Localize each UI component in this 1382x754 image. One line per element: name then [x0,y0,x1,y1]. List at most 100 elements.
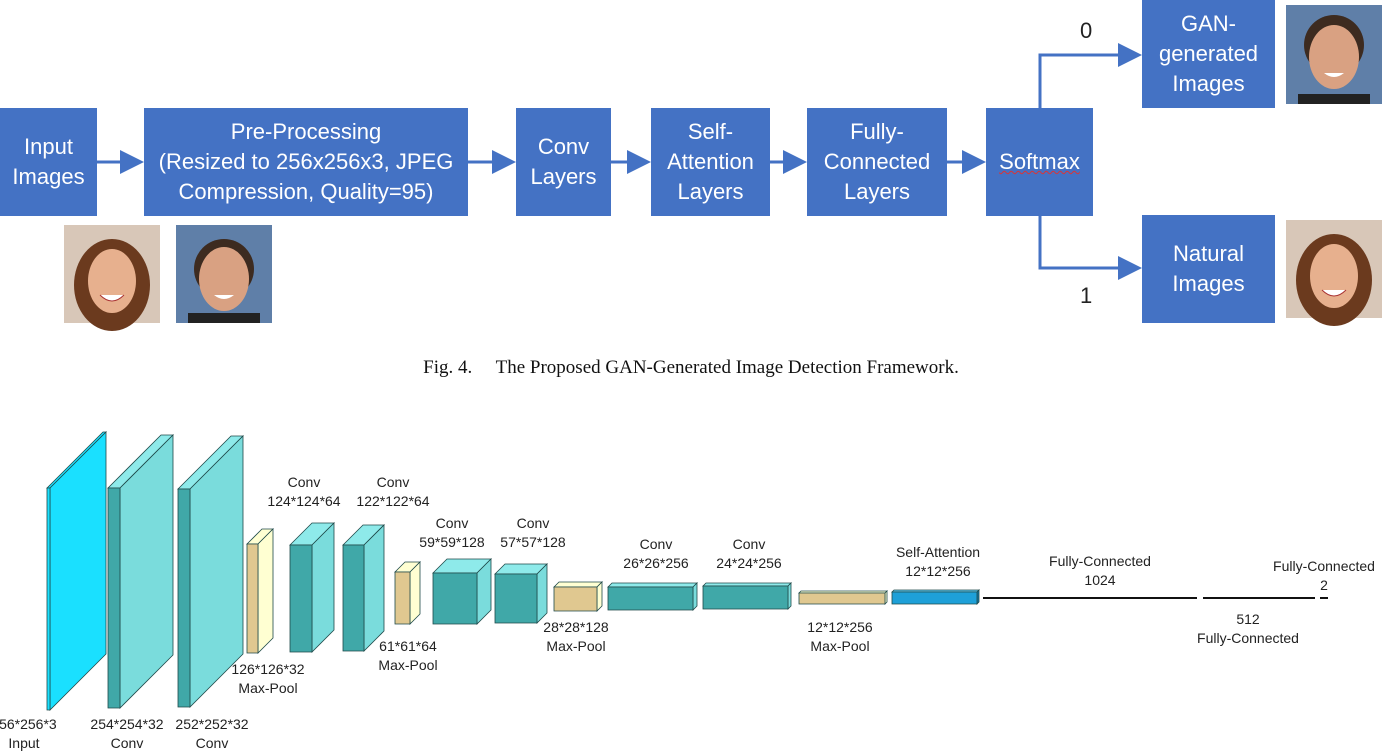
conv-layer-block-top [607,582,698,588]
max-pool-layer-block-side [409,561,421,625]
layer-type: Input [8,735,40,751]
box-label: GAN- generated Images [1158,11,1259,96]
conv-layer-block [702,585,789,610]
conv-layer-block [342,544,365,652]
self-attention-layer-block [891,591,978,605]
max-pool-layer-block [553,586,598,612]
branch-label-0: 0 [1080,18,1093,43]
face-image-gan [1286,5,1382,104]
layer-type: Conv [516,515,550,531]
conv-layer-block-side [787,582,792,610]
input-layer-block-side [49,431,107,711]
layer-size: 254*254*32 [90,716,164,732]
layer-size: 28*28*128 [543,619,609,635]
layer-size: 24*24*256 [716,555,782,571]
box-label: Natural Images [1172,241,1245,296]
figure-caption: Fig. 4. The Proposed GAN-Generated Image… [423,357,959,378]
conv-layers-box: Conv Layers [516,108,611,216]
self-attention-box: Self- Attention Layers [651,108,770,216]
layer-type: Max-Pool [546,638,606,654]
arrow [1038,216,1142,280]
conv-layer-block [432,572,478,625]
preprocessing-box: Pre-Processing (Resized to 256x256x3, JP… [144,108,468,216]
layer-type: Fully-Connected [1197,630,1299,646]
face-image-woman [64,225,160,331]
layer-size: 2 [1320,577,1328,593]
max-pool-layer-block [246,543,259,654]
gan-generated-box: GAN- generated Images [1142,0,1275,108]
conv-layer-block [494,573,538,624]
layer-size: 59*59*128 [419,534,485,550]
layer-type: Conv [639,536,673,552]
layer-size: 57*57*128 [500,534,566,550]
conv-layer-block-side [536,563,548,624]
max-pool-layer-block-top [553,581,603,588]
layer-label: Conv 124*124*64 [267,473,340,511]
conv-layer-block-top [702,582,792,587]
conv-layer-block [289,544,313,653]
box-label: Pre-Processing (Resized to 256x256x3, JP… [158,119,454,204]
layer-label: Self-Attention 12*12*256 [896,543,980,581]
layer-type: Conv [195,735,229,751]
flow-arrows [97,43,1142,280]
layer-type: Conv [732,536,766,552]
box-label: Softmax [999,149,1080,174]
layer-label: Conv 57*57*128 [500,514,565,552]
box-label: Fully- Connected Layers [823,119,931,204]
input-images-box: Input Images [0,108,97,216]
face-images [64,5,1382,331]
natural-images-box: Natural Images [1142,215,1275,323]
max-pool-layer-block [798,592,886,605]
layer-size: 26*26*256 [623,555,689,571]
layer-label: Fully-Connected 1024 [1049,552,1151,590]
max-pool-layer-block [394,571,411,625]
conv-layer-block-side [311,522,335,653]
box-label: Input Images [12,134,85,189]
layer-type: Conv [435,515,469,531]
fully-connected-box: Fully- Connected Layers [807,108,947,216]
arrow [1038,43,1142,108]
layer-size: 256*256*3 [0,716,57,732]
input-layer-block [46,487,51,711]
layer-size: 126*126*32 [231,661,305,677]
branch-label-1: 1 [1080,283,1093,308]
layer-label: Conv 24*24*256 [716,535,781,573]
conv-layer-block [107,487,121,709]
box-label: Conv Layers [530,134,597,189]
face-image-man [176,225,272,323]
layer-type: Conv [376,474,410,490]
box-label: Self- Attention Layers [667,119,754,204]
layer-size: 512 [1236,611,1260,627]
layer-type: Max-Pool [810,638,870,654]
layer-type: Max-Pool [378,657,438,673]
max-pool-layer-block-side [596,581,603,612]
layer-size: 252*252*32 [175,716,249,732]
softmax-box: Softmax [986,108,1093,216]
layer-label: Fully-Connected 2 [1273,557,1375,595]
conv-layer-block-side [692,582,698,611]
layer-size: 12*12*256 [905,563,971,579]
face-image-natural [1286,220,1382,326]
layer-type: Self-Attention [895,544,981,560]
layer-size: 124*124*64 [267,493,341,509]
layer-type: Fully-Connected [1273,558,1375,574]
layer-label: Conv 26*26*256 [623,535,688,573]
conv-layer-block [177,488,191,708]
layer-type: Max-Pool [238,680,298,696]
layer-size: 12*12*256 [807,619,873,635]
conv-layer-block-side [363,524,385,652]
layer-size: 61*61*64 [379,638,437,654]
layer-type: Fully-Connected [1049,553,1151,569]
layer-type: Conv [287,474,321,490]
layer-size: 1024 [1084,572,1116,588]
